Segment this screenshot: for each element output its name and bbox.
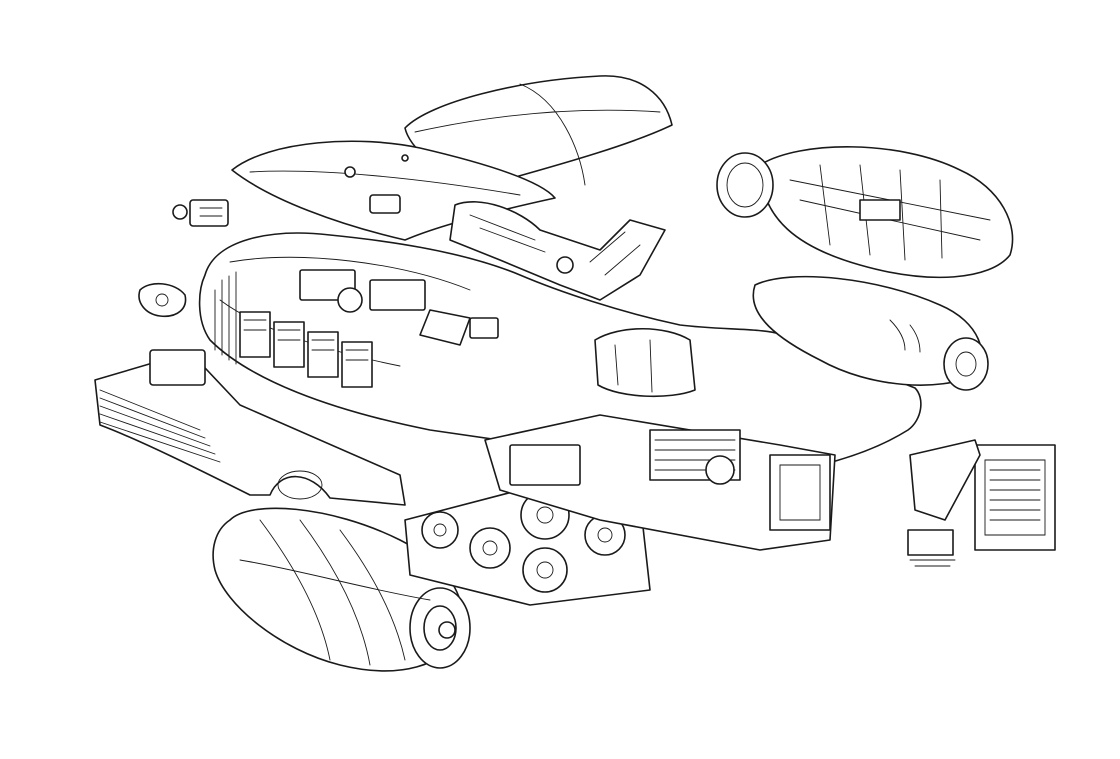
small-component-left: [138, 282, 187, 318]
upper-right-engine-pod: [716, 146, 1014, 279]
front-engine-pod: [212, 507, 471, 672]
sensor-device-left: [172, 199, 229, 227]
battery-cells: [239, 311, 373, 388]
rear-chassis-frame: [484, 414, 836, 551]
cockpit-seat: [594, 328, 696, 398]
main-hull: [198, 232, 922, 479]
steering-arm-assembly: [449, 201, 666, 301]
right-machinery-module: [907, 439, 1056, 567]
rear-engine-pod: [752, 275, 989, 391]
side-panel: [94, 349, 406, 506]
